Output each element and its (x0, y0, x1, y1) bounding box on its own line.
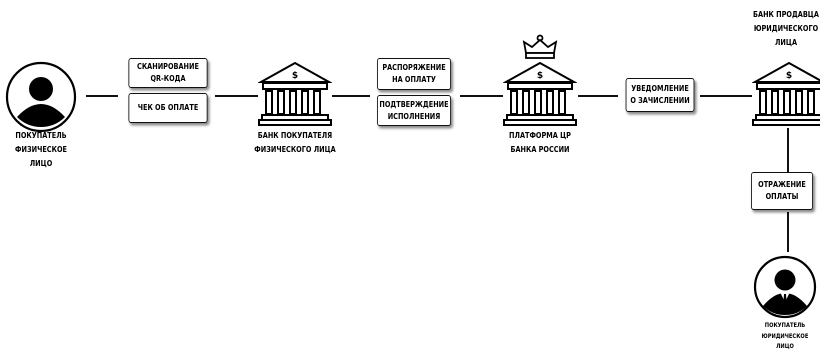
seller-bank-label: БАНК ПРОДАВЦА ЮРИДИЧЕСКОГО ЛИЦА (753, 10, 819, 47)
platform-bank-icon: $ (503, 61, 577, 126)
message-payment-reflection: ОТРАЖЕНИЕ ОПЛАТЫ (751, 172, 813, 210)
message-payment-order: РАСПОРЯЖЕНИЕ НА ОПЛАТУ (377, 58, 451, 90)
message-scan-qr: СКАНИРОВАНИЕ QR-КОДА (128, 58, 208, 88)
buyer-bank-label: БАНК ПОКУПАТЕЛЯ ФИЗИЧЕСКОГО ЛИЦА (254, 131, 336, 154)
message-credit-notice: УВЕДОМЛЕНИЕ О ЗАЧИСЛЕНИИ (625, 78, 695, 112)
platform-label: ПЛАТФОРМА ЦР БАНКА РОССИИ (509, 131, 571, 154)
currency-symbol-icon: $ (537, 71, 543, 81)
message-receipt: ЧЕК ОБ ОПЛАТЕ (128, 93, 208, 123)
message-confirm-execution: ПОДТВЕРЖДЕНИЕ ИСПОЛНЕНИЯ (377, 95, 451, 126)
crown-icon (522, 34, 558, 59)
legal-buyer-person-icon (753, 255, 817, 319)
buyer-person-label: ПОКУПАТЕЛЬ ФИЗИЧЕСКОЕ ЛИЦО (15, 131, 67, 168)
currency-symbol-icon: $ (786, 71, 792, 81)
currency-symbol-icon: $ (292, 71, 298, 81)
legal-buyer-label: ПОКУПАТЕЛЬ ЮРИДИЧЕСКОЕ ЛИЦО (761, 322, 809, 350)
seller-bank-icon: $ (752, 61, 820, 126)
bank-building-icon: $ (258, 61, 332, 126)
buyer-person-icon (5, 61, 77, 133)
